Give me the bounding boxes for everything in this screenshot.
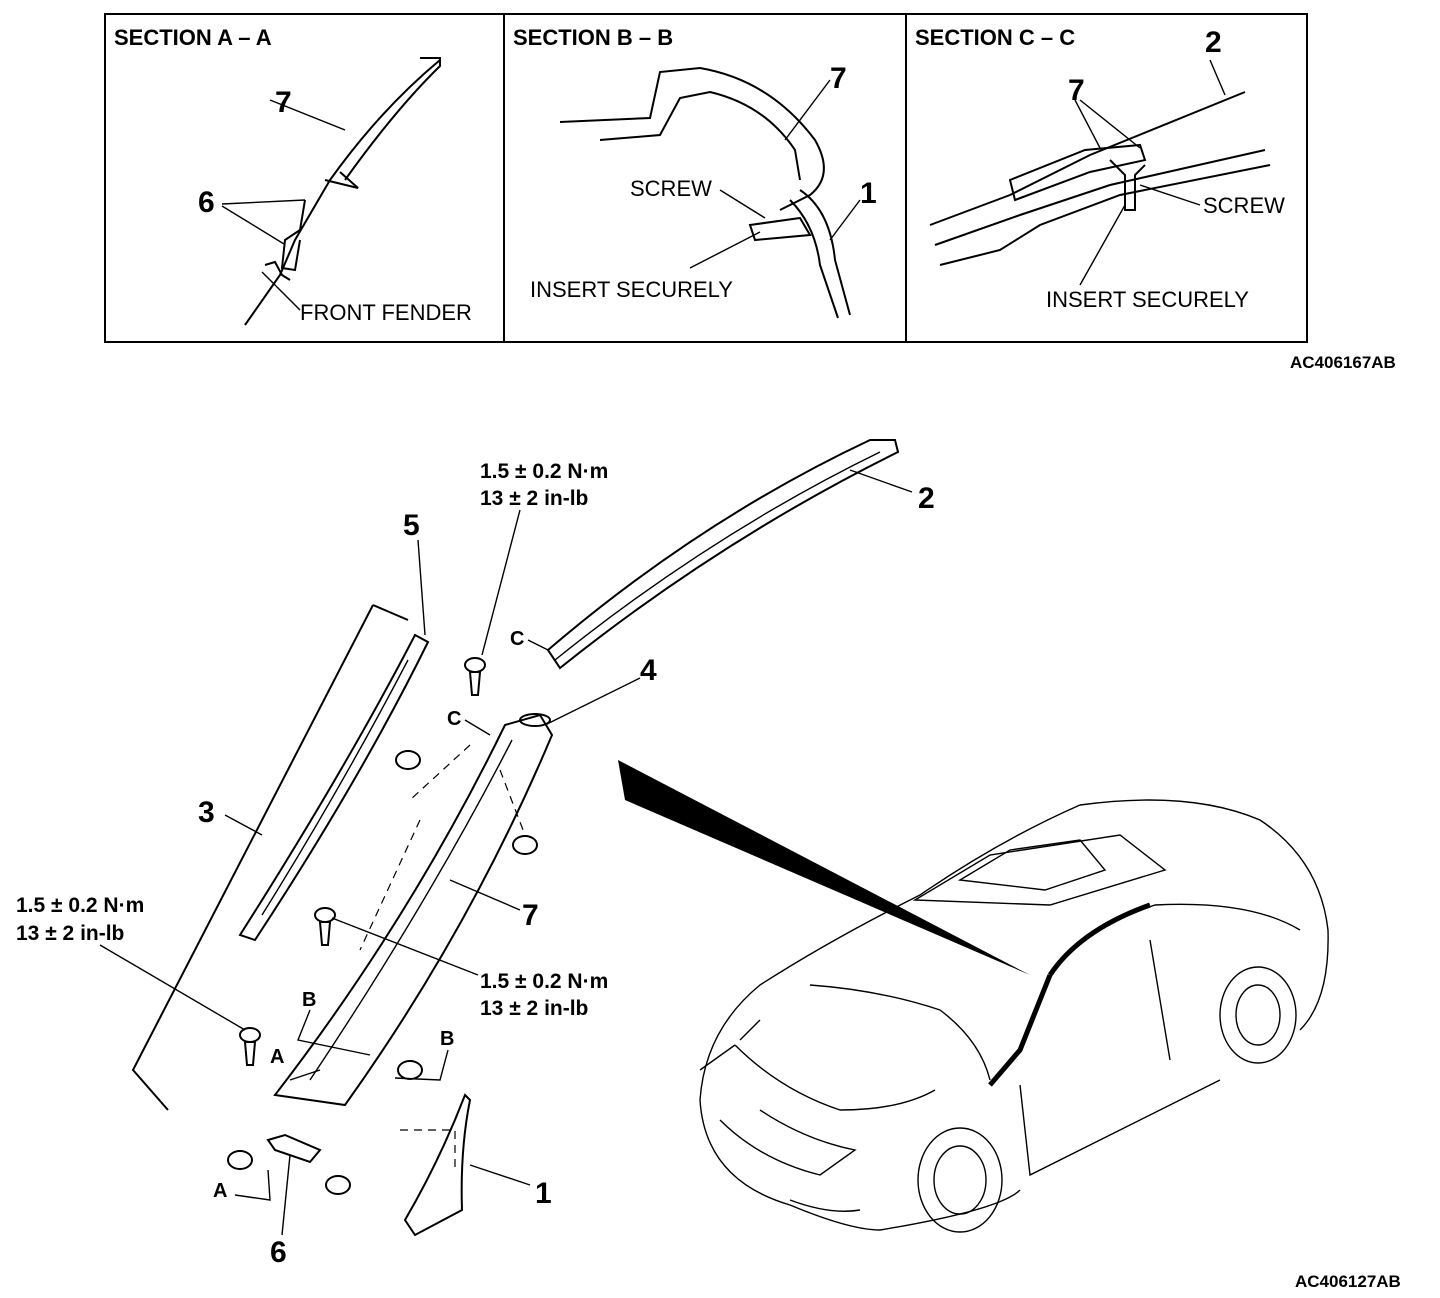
- car-illustration: [699, 799, 1329, 1233]
- callout-part-6: 6: [270, 1236, 287, 1269]
- front-fender-label: FRONT FENDER: [300, 300, 472, 325]
- part-1-lower-garnish: 1: [400, 1093, 552, 1237]
- marker-b-right: B: [440, 1028, 454, 1050]
- callout-part-7: 7: [522, 899, 539, 932]
- section-a-title: SECTION A – A: [114, 25, 272, 50]
- torque-mid: 1.5 ± 0.2 N·m 13 ± 2 in-lb: [331, 917, 608, 1020]
- torque-left-nm: 1.5 ± 0.2 N·m: [16, 894, 144, 917]
- callout-part-1: 1: [535, 1177, 552, 1210]
- marker-c-upper: C: [510, 628, 524, 650]
- torque-top-inlb: 13 ± 2 in-lb: [480, 487, 588, 510]
- marker-c-lower: C: [447, 708, 461, 730]
- part-2-roof-molding: 2: [546, 439, 935, 670]
- section-b-b: SECTION B – B 7 1 SCREW INSERT SECURELY: [513, 25, 877, 319]
- section-a-a: SECTION A – A 7 6 FRONT FENDER: [114, 25, 472, 326]
- section-c-screw-label: SCREW: [1203, 193, 1285, 218]
- section-c-part7: 7: [1068, 74, 1085, 107]
- section-c-c: SECTION C – C 7 2 SCREW INSERT SECURELY: [915, 25, 1285, 312]
- part-6-clip: 6: [266, 1133, 322, 1269]
- section-b-part7: 7: [830, 62, 847, 95]
- marker-b-left: B: [302, 989, 316, 1011]
- section-b-insert-label: INSERT SECURELY: [530, 277, 733, 302]
- torque-mid-nm: 1.5 ± 0.2 N·m: [480, 970, 608, 993]
- section-panel: [104, 13, 1308, 343]
- callout-part-5: 5: [403, 509, 420, 542]
- marker-a-upper: A: [270, 1046, 284, 1068]
- screw-lower: [239, 1027, 261, 1066]
- top-figure-code: AC406167AB: [1290, 353, 1396, 372]
- section-c-insert-label: INSERT SECURELY: [1046, 287, 1249, 312]
- section-c-part2: 2: [1205, 26, 1222, 59]
- screw-upper: [464, 657, 486, 696]
- marker-a-lower: A: [213, 1180, 227, 1202]
- callout-part-4: 4: [640, 654, 657, 687]
- pointer-wedge: [618, 760, 1030, 975]
- torque-top: 1.5 ± 0.2 N·m 13 ± 2 in-lb: [480, 460, 608, 656]
- screw-mid: [314, 907, 336, 946]
- part-5-strip: 5: [238, 509, 430, 942]
- section-b-title: SECTION B – B: [513, 25, 673, 50]
- section-b-screw-label: SCREW: [630, 176, 712, 201]
- section-a-part7: 7: [275, 86, 292, 119]
- torque-left: 1.5 ± 0.2 N·m 13 ± 2 in-lb: [16, 894, 246, 1031]
- section-b-part1: 1: [860, 177, 877, 210]
- callout-part-2: 2: [918, 482, 935, 515]
- torque-top-nm: 1.5 ± 0.2 N·m: [480, 460, 608, 483]
- callout-part-3: 3: [198, 796, 215, 829]
- bottom-figure-code: AC406127AB: [1295, 1272, 1401, 1291]
- section-a-part6: 6: [198, 186, 215, 219]
- section-c-title: SECTION C – C: [915, 25, 1075, 50]
- torque-left-inlb: 13 ± 2 in-lb: [16, 922, 124, 945]
- part-7-pillar-garnish: 7 4: [273, 654, 657, 1107]
- part-3-bracket: [131, 604, 409, 1111]
- torque-mid-inlb: 13 ± 2 in-lb: [480, 997, 588, 1020]
